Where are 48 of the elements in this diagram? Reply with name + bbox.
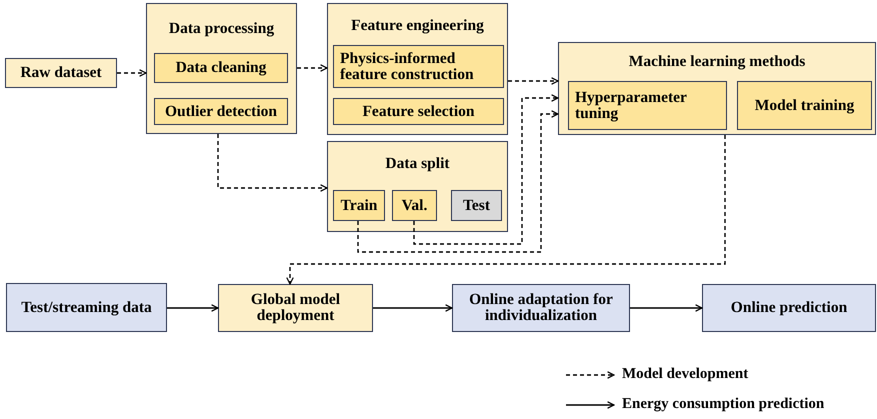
process-box [154,98,288,125]
process-box [154,53,288,83]
box-label: Hyperparameter tuning [575,90,688,122]
arrow [217,134,328,192]
group-heading: Machine learning methods [628,54,806,70]
box-label: Global model deployment [250,292,342,324]
group-heading: Data processing [168,21,274,37]
box-label: Test [463,198,490,214]
arrow [286,135,726,285]
group-box [327,3,508,135]
process-box [218,284,373,332]
box-label: Feature selection [362,104,475,120]
arrow [630,304,703,312]
process-box [333,45,504,88]
box-label: Online adaptation for individualization [468,292,614,324]
process-box [5,58,117,88]
process-box [333,190,385,221]
process-box [702,284,876,332]
box-label: Model training [754,98,854,114]
arrow [117,69,147,77]
arrow [297,64,328,72]
process-box [452,284,630,332]
process-box [333,98,504,125]
box-label: Raw dataset [20,65,102,81]
arrow [508,77,559,85]
box-label: Physics-informed feature construction [340,50,475,82]
box-label: Online prediction [730,300,848,316]
box-label: Val. [402,198,428,214]
arrow [357,110,559,253]
group-heading: Data split [385,156,450,172]
legend-label: Model development [622,366,748,383]
process-box [392,190,437,221]
box-label: Test/streaming data [21,300,152,316]
box-label: Data cleaning [176,60,266,76]
process-box [451,190,502,221]
arrow [413,94,559,245]
arrow [167,304,219,312]
process-box [568,81,727,130]
group-heading: Feature engineering [351,18,484,34]
group-box [146,3,297,134]
legend-label: Energy consumption prediction [622,396,824,413]
arrow [373,304,453,312]
group-box [327,141,508,232]
process-box [737,81,872,130]
box-label: Train [340,198,378,214]
group-box [558,42,876,135]
box-label: Outlier detection [164,104,278,120]
process-box [6,283,167,332]
